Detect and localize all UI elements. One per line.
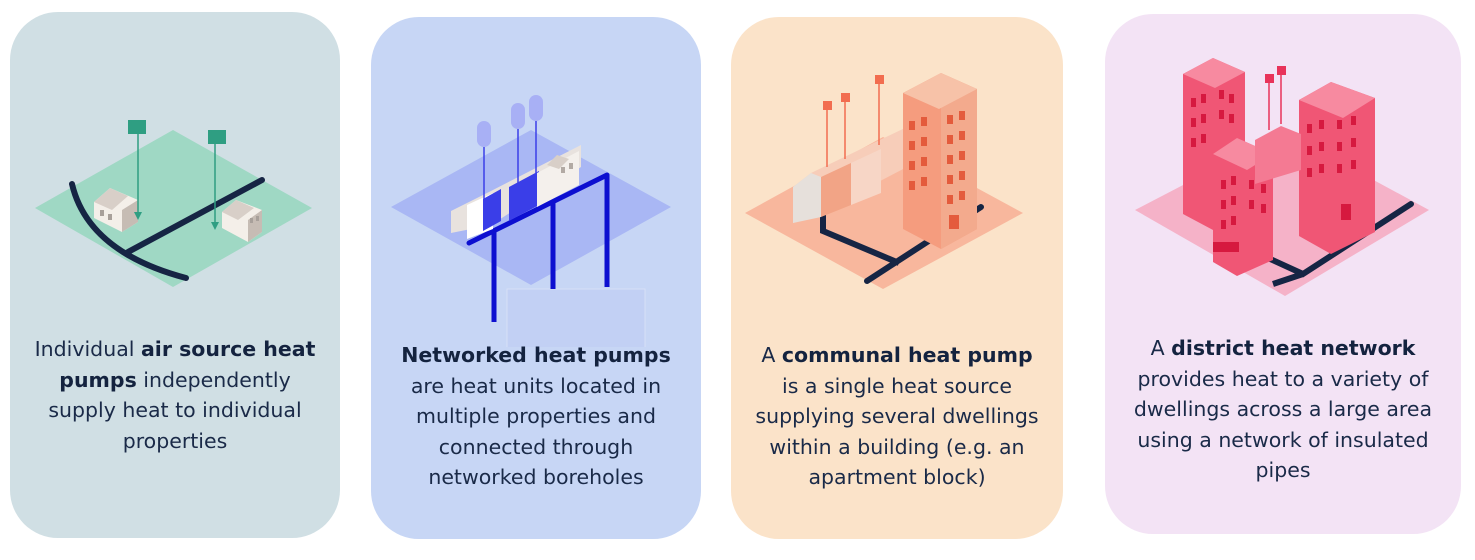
networked-heat-pump-illustration — [391, 95, 671, 347]
district-heat-network-illustration — [1135, 58, 1429, 296]
card-networked-heat-pumps: Networked heat pumps are heat units loca… — [371, 17, 701, 539]
card-district-heat-network: A district heat network provides heat to… — [1105, 14, 1461, 534]
card-caption: A communal heat pump is a single heat so… — [755, 343, 1039, 489]
card-communal-heat-pump: A communal heat pump is a single heat so… — [731, 17, 1063, 539]
card-caption: A district heat network provides heat to… — [1133, 336, 1433, 482]
air-source-heat-pump-illustration — [35, 120, 312, 287]
card-caption: Individual air source heat pumps indepen… — [34, 337, 316, 453]
communal-heat-pump-illustration — [745, 73, 1023, 289]
card-caption: Networked heat pumps are heat units loca… — [401, 343, 671, 489]
card-air-source-heat-pumps: Individual air source heat pumps indepen… — [10, 12, 340, 538]
